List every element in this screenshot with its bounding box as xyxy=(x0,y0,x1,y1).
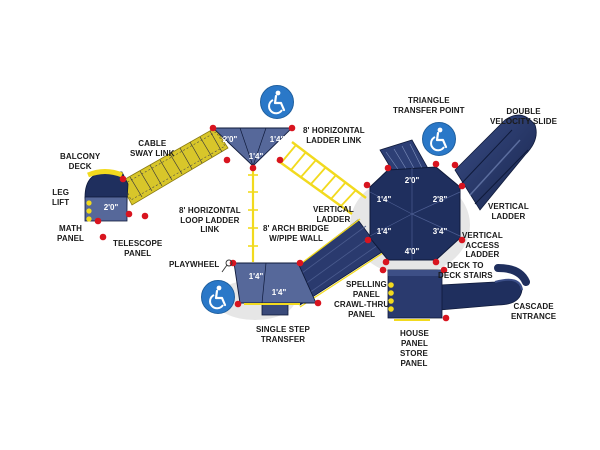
horizontal-loop-ladder-link xyxy=(248,163,258,262)
dimension-lower-tri-left: 1'4" xyxy=(248,272,264,281)
accessibility-icon xyxy=(422,122,456,156)
post-caps xyxy=(94,124,466,322)
dimension-hex-upper-right: 2'8" xyxy=(432,195,448,204)
accessibility-icon xyxy=(201,280,235,314)
horizontal-ladder-link xyxy=(276,141,367,215)
dimension-hex-upper-left: 1'4" xyxy=(376,195,392,204)
double-velocity-slide xyxy=(454,114,537,211)
label-playwheel: PLAYWHEEL xyxy=(169,260,220,269)
dimension-hex-bottom: 4'0" xyxy=(404,247,420,256)
upper-triangle-deck xyxy=(211,127,294,167)
house-panel-box xyxy=(387,269,443,321)
dimension-upper-tri-right: 1'4" xyxy=(269,135,285,144)
dimension-upper-tri-mid: 1'4" xyxy=(248,152,264,161)
dimension-upper-tri-left: 2'0" xyxy=(222,135,238,144)
playwheel xyxy=(221,259,233,273)
balcony-deck xyxy=(84,169,129,222)
cable-sway-link xyxy=(119,127,229,206)
dimension-lower-tri-right: 1'4" xyxy=(271,288,287,297)
cascade-entrance-slide xyxy=(439,264,530,311)
dimension-hex-top: 2'0" xyxy=(404,176,420,185)
hexagon-deck xyxy=(369,166,461,261)
dimension-hex-lower-right: 3'4" xyxy=(432,227,448,236)
dimension-hex-lower-left: 1'4" xyxy=(376,227,392,236)
dimension-balcony: 2'0" xyxy=(103,203,119,212)
accessibility-icon xyxy=(260,85,294,119)
